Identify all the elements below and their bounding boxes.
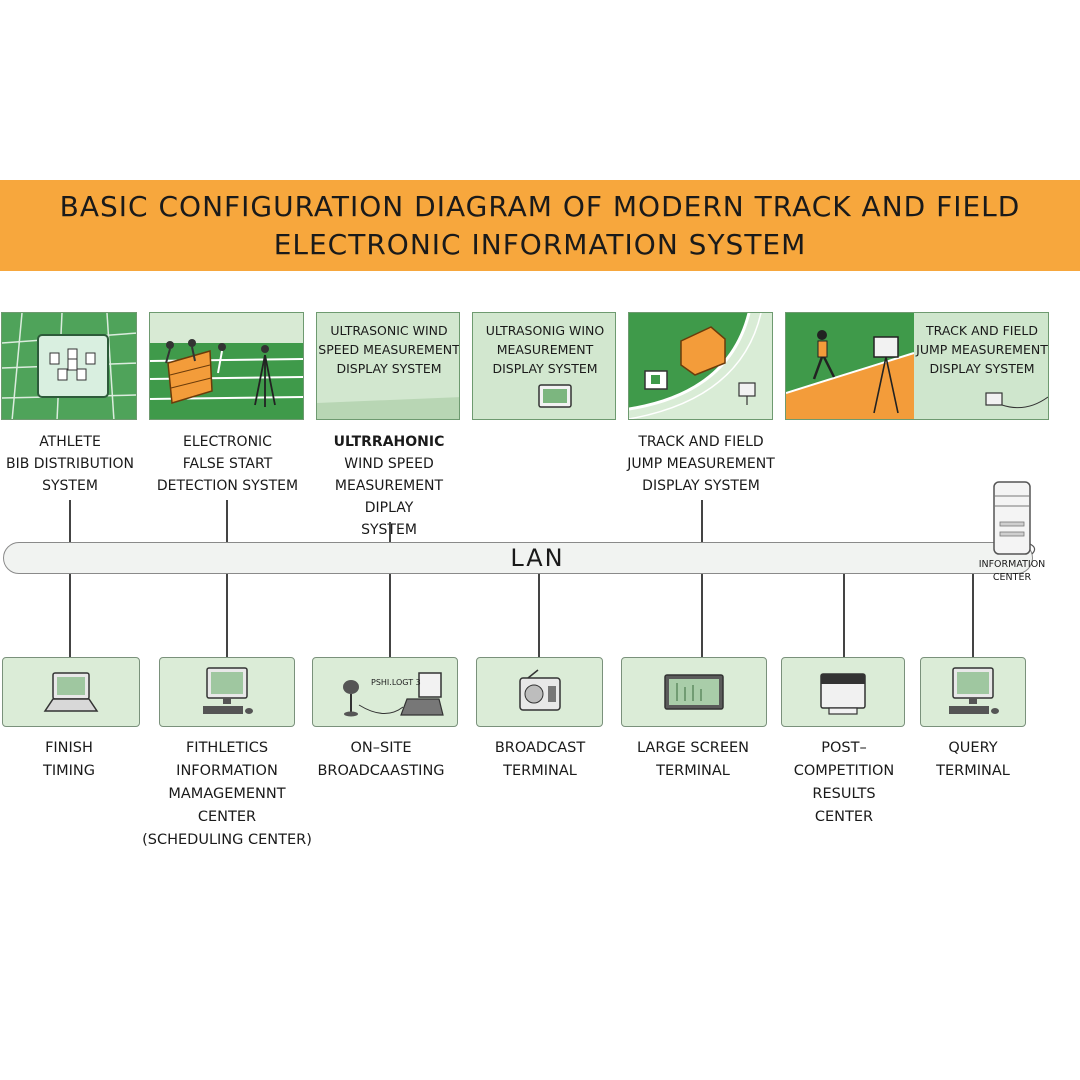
caption-line: INFORMATION [176,763,278,779]
broadcast-desk-icon: PSHI.LOGT 3 [343,672,444,717]
caption-line: FITHLETICS [185,740,269,756]
false-start-sensor-icon [150,313,303,419]
caption-line: FINISH [45,740,93,756]
connector-line [972,574,974,657]
laptop-icon [43,672,99,712]
caption-line: SYSTEM [42,478,98,494]
connector-line [226,500,228,543]
large-screen-icon [664,674,724,710]
jump-track-panel [628,312,773,420]
caption-line: ATHLETE [39,434,101,450]
jumper-icon [786,313,1048,419]
radio-icon [518,669,561,711]
caption-line: MAMAGEMENNT [168,786,286,802]
query-terminal-box [920,657,1026,727]
caption-line: BROADCAASTING [317,763,445,779]
panel-text-line: ULTRASONIC WIND [330,323,448,338]
caption-line: LARGE SCREEN [637,740,749,756]
caption-false-start: ELECTRONIC FALSE START DETECTION SYSTEM [150,431,305,497]
caption-athletics-info-center: FITHLETICS INFORMATION MAMAGEMENNT CENTE… [134,737,320,852]
caption-line: TERMINAL [503,763,577,779]
caption-jump-measurement: TRACK AND FIELD JUMP MEASUREMENT DISPLAY… [615,431,787,497]
caption-line: COMPETITION [793,763,895,779]
panel-text-line: TRACK AND FIELD [926,323,1038,338]
post-competition-results-box [781,657,905,727]
caption-line: CENTER [197,809,257,825]
caption-line: DETECTION SYSTEM [156,478,299,494]
bib-panel [1,312,137,420]
panel-text-line: SPEED MEASUREMENT [318,342,460,357]
desktop-icon [949,667,999,714]
caption-line: (SCHEDULING CENTER) [142,832,312,848]
connector-line [389,522,391,543]
caption-line: QUERY [948,740,998,756]
caption-line: BROADCAST [494,740,586,756]
athletics-info-center-box [159,657,295,727]
field-background [317,313,459,419]
caption-post-competition: POST– COMPETITION RESULTS CENTER [774,737,914,829]
server-label-line: CENTER [992,572,1032,583]
caption-large-screen-terminal: LARGE SCREEN TERMINAL [616,737,770,783]
printer-icon [820,673,866,715]
panel-text-line: ULTRASONIG WINO [485,323,605,338]
broadcast-terminal-box [476,657,603,727]
large-screen-terminal-box [621,657,767,727]
caption-query-terminal: QUERY TERMINAL [916,737,1030,783]
server-tower-icon [993,481,1036,555]
on-site-broadcasting-box: PSHI.LOGT 3 [312,657,458,727]
lan-label: LAN [510,544,565,572]
connector-line [843,574,845,657]
caption-line: TIMING [42,763,95,779]
caption-line: RESULTS [812,786,876,802]
monitor-icon [473,313,615,419]
caption-line: TRACK AND FIELD [638,434,764,450]
caption-line: ULTRRAHONIC [333,434,445,450]
connector-line [538,574,540,657]
jump-display-panel: TRACK AND FIELD JUMP MEASUREMENT DISPLAY… [785,312,1049,420]
caption-line: TERMINAL [936,763,1010,779]
finish-timing-box [2,657,140,727]
caption-line: JUMP MEASUREMENT [627,456,775,472]
caption-line: CENTER [814,809,874,825]
connector-line [69,500,71,543]
caption-line: FALSE START [182,456,273,472]
connector-line [226,574,228,657]
caption-on-site-broadcasting: ON–SITE BROADCAASTING [306,737,456,783]
connector-line [701,574,703,657]
device-text: PSHI.LOGT 3 [371,678,421,687]
panel-text-line: DISPLAY SYSTEM [336,361,442,376]
connector-line [69,574,71,657]
ultrasonic-wind-panel-1: ULTRASONIC WIND SPEED MEASUREMENT DISPLA… [316,312,460,420]
caption-line: TERMINAL [656,763,730,779]
caption-line: MEASUREMENT DIPLAY [334,478,444,516]
panel-text-line: DISPLAY SYSTEM [492,361,598,376]
panel-text-line: JUMP MEASUREMENT [916,342,1048,357]
desktop-icon [203,667,253,714]
caption-line: ELECTRONIC [183,434,272,450]
ultrasonic-wind-panel-2: ULTRASONIG WINO MEASUREMENT DISPLAY SYST… [472,312,616,420]
caption-line: ON–SITE [350,740,412,756]
title-line-2: ELECTRONIC INFORMATION SYSTEM [273,227,807,261]
false-start-panel [149,312,304,420]
lan-bus [3,542,1033,574]
caption-line: BIB DISTRIBUTION [5,456,135,472]
caption-line: WIND SPEED [344,456,434,472]
bib-board-icon [2,313,136,419]
caption-bib-distribution: ATHLETE BIB DISTRIBUTION SYSTEM [0,431,140,497]
title-banner: BASIC CONFIGURATION DIAGRAM OF MODERN TR… [0,180,1080,271]
track-monitor-icon [629,313,772,419]
panel-text-line: DISPLAY SYSTEM [929,361,1035,376]
information-center-label: INFORMATION CENTER [972,558,1052,584]
panel-text-line: MEASUREMENT [496,342,594,357]
title-line-1: BASIC CONFIGURATION DIAGRAM OF MODERN TR… [59,189,1021,223]
caption-line: POST– [821,740,867,756]
caption-broadcast-terminal: BROADCAST TERMINAL [470,737,610,783]
caption-finish-timing: FINISH TIMING [0,737,138,783]
connector-line [389,574,391,657]
connector-line [701,500,703,543]
server-label-line: INFORMATION [978,559,1046,570]
caption-line: DISPLAY SYSTEM [642,478,760,494]
